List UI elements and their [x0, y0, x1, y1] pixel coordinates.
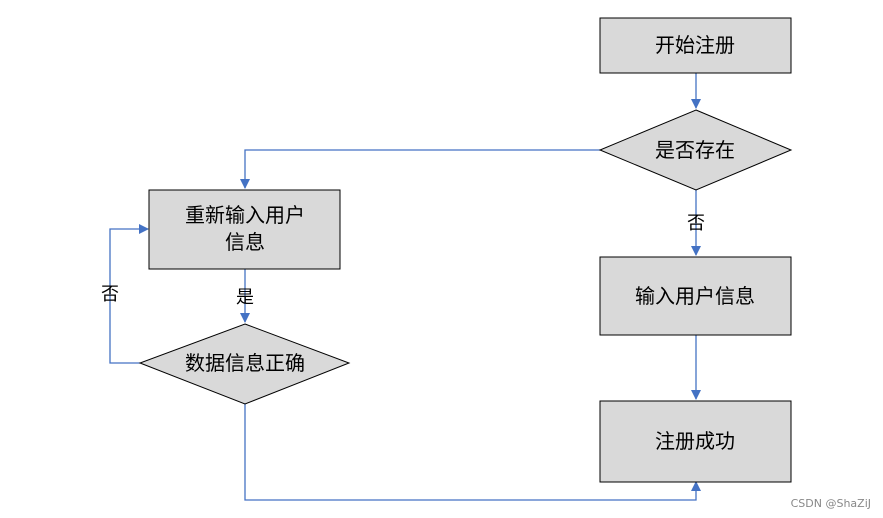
- node-success-label: 注册成功: [655, 429, 735, 453]
- node-start-label: 开始注册: [655, 33, 735, 57]
- node-enter-info: 输入用户信息: [599, 256, 792, 336]
- node-start: 开始注册: [599, 17, 792, 74]
- node-reenter-label-line1: 重新输入用户: [185, 203, 305, 227]
- node-data-check-label: 数据信息正确: [185, 351, 305, 375]
- node-exists-check-label: 是否存在: [655, 138, 735, 162]
- node-exists-check: 是否存在: [598, 109, 793, 191]
- connectors: [109, 73, 701, 501]
- node-start-box: [599, 17, 792, 74]
- edge-label-data-no: 否: [101, 284, 119, 305]
- node-reenter-label-line2: 信息: [225, 230, 265, 254]
- watermark: CSDN @ShaZiJ: [790, 497, 871, 510]
- node-enter-info-box: [599, 256, 792, 336]
- edge-exists-to-reenter: [240, 149, 600, 189]
- edge-label-exists-no: 否: [687, 213, 705, 234]
- edge-data-check-to-success: [244, 404, 701, 501]
- node-enter-info-label: 输入用户信息: [635, 284, 755, 308]
- node-success: 注册成功: [599, 400, 792, 483]
- node-reenter-box: [148, 189, 341, 270]
- edge-data-check-no-loop: [109, 224, 149, 364]
- edge-label-reenter-yes: 是: [236, 287, 254, 308]
- node-reenter: 重新输入用户 信息: [148, 189, 341, 270]
- node-data-check: 数据信息正确: [138, 323, 351, 405]
- node-exists-check-diamond: [598, 109, 793, 191]
- node-success-box: [599, 400, 792, 483]
- node-data-check-diamond: [138, 323, 351, 405]
